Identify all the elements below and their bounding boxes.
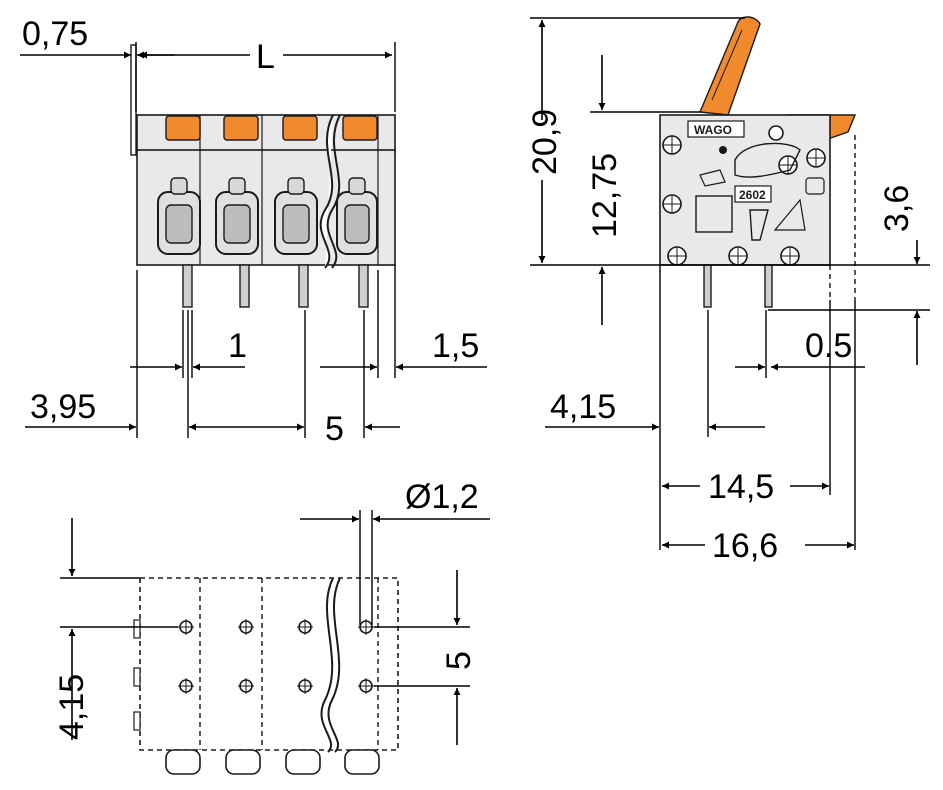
dim-4-15-bottom: 4,15 [53, 674, 91, 740]
front-view: 0,75 L 1 1,5 3,95 5 [20, 15, 487, 448]
dim-0-75: 0,75 [22, 15, 88, 53]
side-lever [698, 16, 761, 116]
front-pins [182, 264, 369, 308]
push-button-1 [165, 115, 201, 141]
dim-5-pitch: 5 [325, 410, 344, 448]
side-screws [662, 125, 826, 266]
front-break-line [319, 114, 334, 269]
push-button-2 [223, 115, 259, 141]
bottom-housing [139, 577, 399, 751]
dim-hole-diameter: Ø1,2 [405, 478, 479, 516]
dim-1-5: 1,5 [432, 327, 479, 365]
dim-12-75: 12,75 [586, 153, 624, 238]
dim-14-5: 14,5 [708, 468, 774, 506]
dim-3-95: 3,95 [30, 388, 96, 426]
bottom-break-line [320, 577, 334, 753]
side-logo-box [687, 120, 745, 138]
push-button-3 [282, 115, 318, 141]
dim-20-9: 20,9 [526, 109, 564, 175]
dim-4-15-side: 4,15 [550, 388, 616, 426]
front-orange-buttons [165, 115, 378, 141]
dim-16-6: 16,6 [712, 527, 778, 565]
bottom-holes [178, 619, 374, 694]
front-left-tab [130, 44, 137, 156]
side-part-text: 2602 [739, 188, 766, 202]
side-part-box [734, 185, 772, 203]
dim-L: L [256, 38, 275, 76]
side-logo-text: WAGO [694, 123, 732, 137]
dim-5-row: 5 [440, 651, 478, 670]
front-wire-openings [157, 177, 378, 255]
side-view: WAGO 2602 [526, 16, 930, 565]
bottom-view: Ø1,2 4,15 5 [53, 478, 490, 775]
push-button-4 [342, 115, 378, 141]
dim-0-5: 0.5 [805, 327, 852, 365]
dim-3-6: 3,6 [878, 185, 916, 232]
dim-1: 1 [228, 327, 247, 365]
